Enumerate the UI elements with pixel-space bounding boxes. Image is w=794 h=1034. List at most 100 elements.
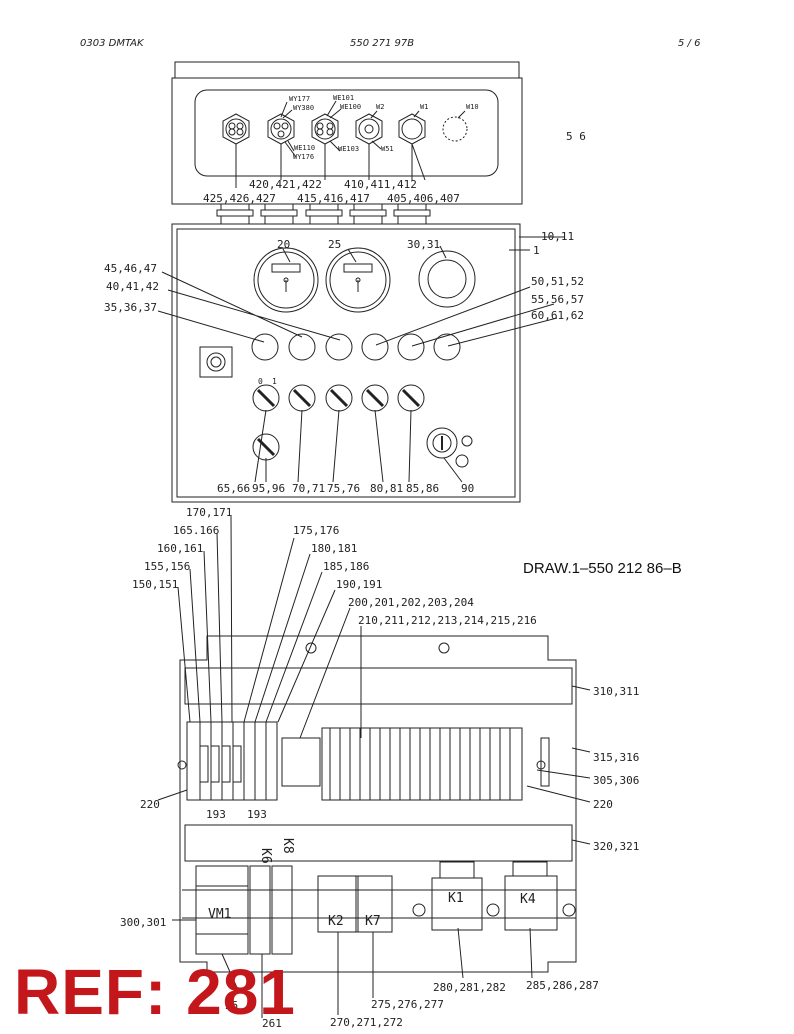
component-k1: K1: [448, 891, 464, 906]
label-we110: WE110: [294, 144, 315, 152]
callout-1: 1: [533, 244, 540, 257]
callout-220-right: 220: [593, 798, 613, 811]
cable-gland-2: [267, 113, 295, 145]
component-k8: K8: [280, 838, 295, 854]
top-box-frame: [171, 77, 523, 205]
callout-165-166: 165.166: [173, 524, 219, 537]
callout-10-11: 10,11: [541, 230, 574, 243]
callout-405: 405,406,407: [387, 192, 460, 205]
callout-300-301: 300,301: [120, 916, 166, 929]
callout-220-left: 220: [140, 798, 160, 811]
emergency-stop-button: [418, 250, 476, 308]
callout-65-66: 65,66: [217, 482, 250, 495]
indicator-lamps: [251, 333, 461, 361]
callout-193-b: 193: [247, 808, 267, 821]
callout-50-52: 50,51,52: [531, 275, 584, 288]
wire-duct-lower: [184, 824, 573, 862]
label-w51: W51: [381, 145, 394, 153]
cable-gland-4: [355, 113, 383, 145]
cable-gland-5: [398, 113, 426, 145]
callout-305-306: 305,306: [593, 774, 639, 787]
callout-285-287: 285,286,287: [526, 979, 599, 992]
callout-60-62: 60,61,62: [531, 309, 584, 322]
component-k7: K7: [365, 914, 381, 929]
key-switch: [426, 427, 473, 468]
label-w1: W1: [420, 103, 428, 111]
label-w2: W2: [376, 103, 384, 111]
contactor-k7: [355, 875, 393, 933]
label-wy176: WY176: [293, 153, 314, 161]
top-box-lid: [174, 61, 520, 79]
callout-210-216: 210,211,212,213,214,215,216: [358, 614, 537, 627]
relays-k6-k8: [249, 865, 293, 955]
callout-185-186: 185,186: [323, 560, 369, 573]
component-vm1: VM1: [208, 907, 231, 922]
callout-175-176: 175,176: [293, 524, 339, 537]
label-we103: WE103: [338, 145, 359, 153]
callout-261: 261: [262, 1017, 282, 1030]
callout-315-316: 315,316: [593, 751, 639, 764]
callout-150-151: 150,151: [132, 578, 178, 591]
ref-stamp: REF: 281: [14, 956, 296, 1028]
callout-95-96: 95,96: [252, 482, 285, 495]
callout-310-311: 310,311: [593, 685, 639, 698]
header-right: 5 / 6: [678, 38, 701, 49]
callout-85-86: 85,86: [406, 482, 439, 495]
callout-200-204: 200,201,202,203,204: [348, 596, 474, 609]
label-we101: WE101: [333, 94, 354, 102]
callout-160-161: 160,161: [157, 542, 203, 555]
callout-55-57: 55,56,57: [531, 293, 584, 306]
contactor-k4: [486, 861, 576, 931]
component-k2: K2: [328, 914, 344, 929]
callout-180-181: 180,181: [311, 542, 357, 555]
callout-425: 425,426,427: [203, 192, 276, 205]
callout-75-76: 75,76: [327, 482, 360, 495]
callout-280-282: 280,281,282: [433, 981, 506, 994]
callout-25-lower: 25: [225, 999, 238, 1012]
header-left: 0303 DMTAK: [80, 38, 144, 49]
wire-duct-upper: [184, 667, 573, 705]
component-k6: K6: [258, 848, 273, 864]
selector-switches: [252, 384, 425, 461]
callout-25: 25: [328, 238, 341, 251]
socket-outlet: [199, 346, 233, 378]
switch-scale-one: 1: [272, 377, 277, 386]
cable-gland-1: [222, 113, 250, 145]
callout-415: 415,416,417: [297, 192, 370, 205]
gland-nuts: [216, 203, 431, 225]
terminal-block-left: [186, 721, 278, 801]
callout-155-156: 155,156: [144, 560, 190, 573]
label-wy177: WY177: [289, 95, 310, 103]
gland-plate: [194, 89, 499, 177]
cable-gland-6: [442, 116, 468, 142]
label-we100: WE100: [340, 103, 361, 111]
callout-20: 20: [277, 238, 290, 251]
callout-45-47: 45,46,47: [104, 262, 157, 275]
gauge-left: [253, 247, 319, 313]
control-panel-outer: [171, 223, 521, 503]
callout-70-71: 70,71: [292, 482, 325, 495]
callout-193-a: 193: [206, 808, 226, 821]
callout-190-191: 190,191: [336, 578, 382, 591]
label-5-6: 5 6: [566, 130, 586, 143]
callout-30-31: 30,31: [407, 238, 440, 251]
callout-170-171: 170,171: [186, 506, 232, 519]
callout-420: 420,421,422: [249, 178, 322, 191]
control-panel-inner: [176, 228, 516, 498]
contactor-k1: [412, 861, 483, 931]
header-center: 550 271 97B: [350, 38, 415, 49]
component-k4: K4: [520, 892, 536, 907]
terminal-block-right: [281, 727, 523, 801]
callout-410: 410,411,412: [344, 178, 417, 191]
callout-320-321: 320,321: [593, 840, 639, 853]
callout-270-272: 270,271,272: [330, 1016, 403, 1029]
callout-40-42: 40,41,42: [106, 280, 159, 293]
cable-gland-3: [311, 113, 339, 145]
label-wy380: WY380: [293, 104, 314, 112]
callout-90: 90: [461, 482, 474, 495]
callout-275-277: 275,276,277: [371, 998, 444, 1011]
gauge-right: [325, 247, 391, 313]
label-w10: W10: [466, 103, 479, 111]
switch-scale-zero: 0: [258, 377, 263, 386]
